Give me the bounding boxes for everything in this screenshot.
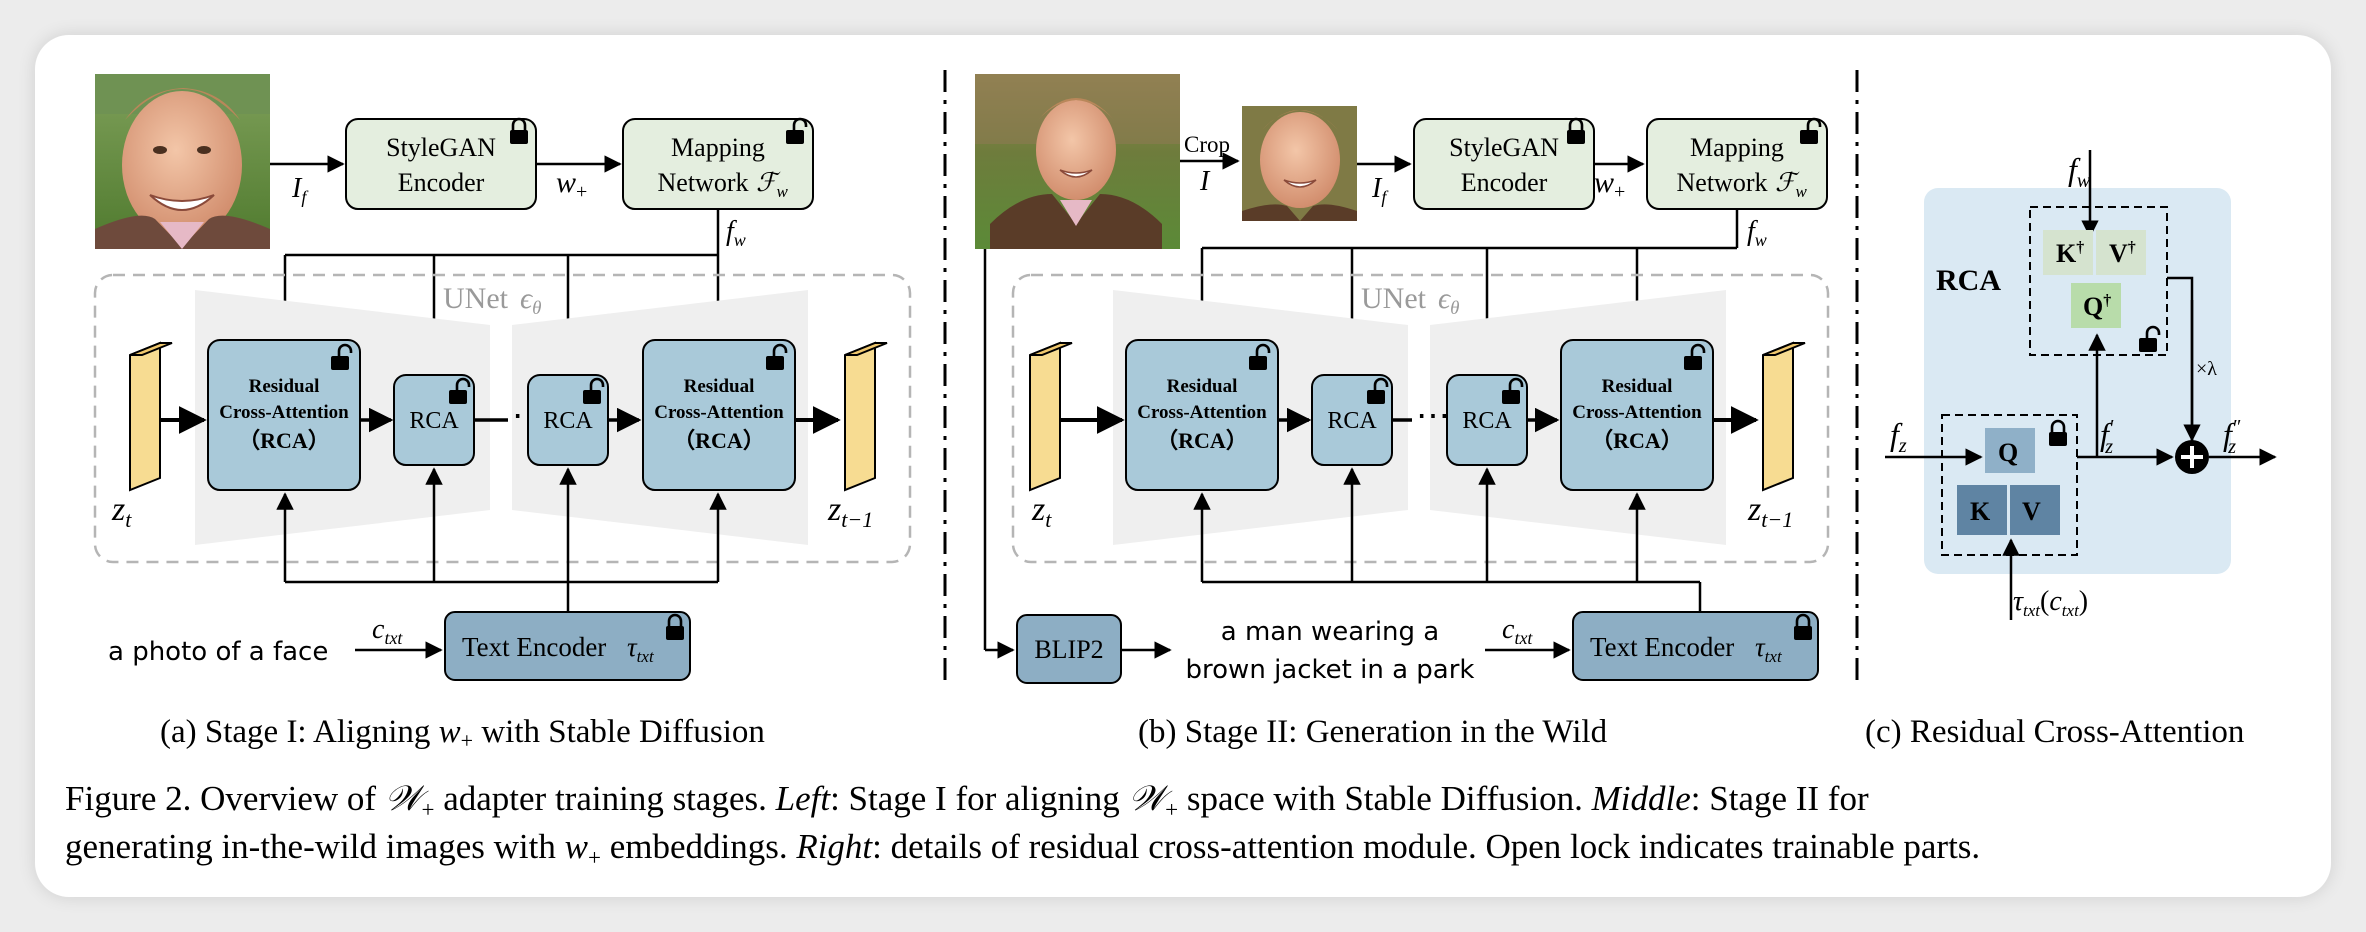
rca-small-b1-label: RCA [1327, 408, 1377, 434]
blip2-label: BLIP2 [1034, 635, 1103, 664]
q-cell [1985, 428, 2035, 473]
panel-a: StyleGAN Encoder Mapping Network ℱw If w… [93, 74, 912, 753]
rca-a2-line1: Residual [684, 376, 755, 397]
rca-a2-line3: （RCA） [673, 428, 765, 453]
label-ctxt-a: ctxt [372, 614, 403, 648]
rca-small-a2-label: RCA [543, 408, 593, 434]
prompt-b-line1: a man wearing a [1221, 617, 1440, 647]
label-ctxt-b: ctxt [1502, 614, 1533, 648]
mapping-label-1: Mapping [671, 133, 765, 162]
rca-small-a1-label: RCA [409, 408, 459, 434]
text-encoder-b [1572, 611, 1819, 681]
unet-label-b: UNet [1361, 282, 1427, 315]
panel-b: Crop I If StyleGAN Encoder w+ Mapping Ne… [975, 74, 1830, 750]
stylegan-b-label-2: Encoder [1461, 168, 1548, 197]
rca-b1-line1: Residual [1167, 376, 1238, 397]
crop-label: Crop [1184, 132, 1230, 157]
rca-a1-line2: Cross-Attention [219, 402, 349, 423]
unet-eps-b: ϵθ [1438, 282, 1459, 319]
k-cell [1957, 485, 2007, 535]
label-zt1-b: zt−1 [1747, 491, 1793, 532]
caption-line-1: Figure 2. Overview of 𝒲+ adapter trainin… [65, 779, 1869, 822]
sub-caption-a: (a) Stage I: Aligning w+ with Stable Dif… [160, 714, 765, 753]
unet-frame-a [93, 273, 912, 564]
sub-caption-b: (b) Stage II: Generation in the Wild [1138, 714, 1608, 750]
label-wplus: w+ [556, 166, 587, 203]
label-fz: fz [1890, 416, 1907, 457]
label-zt1-a: zt−1 [827, 491, 873, 532]
text-encoder-b-label: Text Encoder [1590, 632, 1734, 662]
panel-c: RCA fw K† V† Q† ×λ Q K V fz f′z [1865, 150, 2277, 750]
rca-a2-line2: Cross-Attention [654, 402, 784, 423]
figure-caption: Figure 2. Overview of 𝒲+ adapter trainin… [65, 779, 1980, 870]
cropped-face-b [1242, 106, 1357, 221]
prompt-b-line2: brown jacket in a park [1186, 655, 1475, 685]
latent-zt-a [129, 341, 161, 492]
k-dagger-label: K† [2056, 239, 2084, 268]
rca-b1-line2: Cross-Attention [1137, 402, 1267, 423]
stylegan-label-1: StyleGAN [386, 133, 496, 162]
face-photo-a [95, 74, 270, 249]
rca-a1-line3: （RCA） [238, 428, 330, 453]
label-wplus-b: w+ [1594, 166, 1625, 203]
rca-b2-line3: （RCA） [1591, 428, 1683, 453]
v-label: V [2022, 497, 2041, 526]
unet-label-a: UNet [443, 282, 509, 315]
q-dagger-cell [2071, 283, 2121, 328]
rca-block-b-1 [1125, 339, 1279, 491]
stylegan-label-2: Encoder [398, 168, 485, 197]
label-If: If [291, 173, 309, 207]
v-dagger-cell [2096, 230, 2146, 275]
q-label: Q [1998, 438, 2018, 467]
times-lambda-label: ×λ [2196, 358, 2217, 380]
stylegan-b-label-1: StyleGAN [1449, 133, 1559, 162]
sub-caption-c: (c) Residual Cross-Attention [1865, 714, 2244, 750]
label-zt-b: zt [1031, 491, 1052, 532]
text-encoder-a-label: Text Encoder [462, 632, 606, 662]
caption-line-2: generating in-the-wild images with w+ em… [65, 827, 1980, 870]
k-dagger-cell [2043, 230, 2093, 275]
label-tau-ctxt: τtxt(ctxt) [2013, 586, 2088, 620]
v-cell [2010, 485, 2060, 535]
v-dagger-label: V† [2109, 239, 2136, 268]
mapping-label-2: Network [658, 168, 749, 197]
unet-frame-b [1011, 273, 1830, 564]
label-If-b: If [1371, 173, 1389, 207]
latent-zt-b [1029, 341, 1061, 492]
label-fw-a: fw [726, 216, 746, 250]
rca-b2-line1: Residual [1602, 376, 1673, 397]
rca-detail-bg [1924, 188, 2231, 574]
rca-block-a-2 [642, 339, 796, 491]
mapping-b-label-2: Network [1677, 168, 1768, 197]
rca-block-a-1 [207, 339, 361, 491]
label-zt-a: zt [111, 491, 132, 532]
kv-dagger-group [2029, 206, 2168, 356]
ellipsis-b: ⋯ [1416, 398, 1450, 435]
prompt-a: a photo of a face [108, 637, 328, 667]
rca-b1-line3: （RCA） [1156, 428, 1248, 453]
mapping-b-label-1: Mapping [1690, 133, 1784, 162]
label-fz-prime: f′z [2100, 416, 2114, 458]
latent-zt1-a [844, 341, 876, 492]
label-fw-c: fw [2068, 151, 2091, 192]
rca-a1-line1: Residual [249, 376, 320, 397]
unet-eps-a: ϵθ [520, 282, 541, 319]
rca-small-b2-label: RCA [1462, 408, 1512, 434]
latent-zt1-b [1762, 341, 1794, 492]
label-fz-double-prime: f″z [2223, 416, 2241, 458]
rca-block-b-2 [1560, 339, 1714, 491]
label-fw-b: fw [1747, 216, 1767, 250]
park-photo-b [975, 74, 1180, 249]
rca-detail-label: RCA [1936, 264, 2001, 297]
rca-b2-line2: Cross-Attention [1572, 402, 1702, 423]
k-label: K [1970, 497, 1991, 526]
q-dagger-label: Q† [2083, 292, 2111, 321]
crop-I-label: I [1199, 166, 1211, 197]
